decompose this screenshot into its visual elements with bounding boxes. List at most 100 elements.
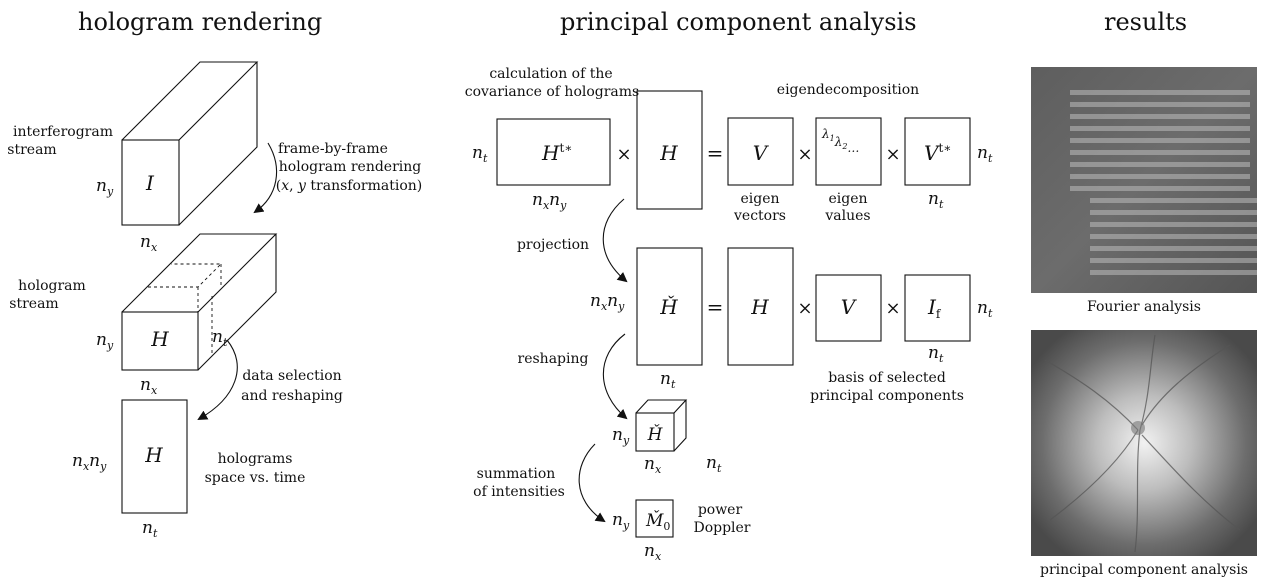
fourier-stripe bbox=[1090, 258, 1257, 263]
step1-label-1: frame-by-frame bbox=[278, 141, 388, 157]
times-2: × bbox=[797, 144, 812, 165]
fourier-stripe bbox=[1090, 198, 1257, 203]
section-title-results: results bbox=[1104, 8, 1188, 36]
dim-nt-left: nt bbox=[472, 143, 488, 165]
label-If: If bbox=[927, 295, 942, 321]
power-label: power bbox=[698, 502, 743, 518]
dim-nt-below-Hb: nt bbox=[660, 369, 676, 391]
basis-label-1: basis of selected bbox=[828, 370, 946, 386]
summation-label-1: summation bbox=[477, 466, 556, 482]
Ht-star-box bbox=[496, 118, 611, 186]
holograms-label-2: space vs. time bbox=[205, 470, 306, 486]
summation-label-2: of intensities bbox=[473, 484, 565, 500]
pca-result-image bbox=[1031, 330, 1257, 556]
eigenvalues-box bbox=[815, 117, 882, 186]
fourier-stripe bbox=[1070, 102, 1250, 107]
section-title-hologram-rendering: hologram rendering bbox=[78, 8, 323, 36]
basis-label-2: principal components bbox=[810, 388, 964, 404]
label-Ht-star: Ht∗ bbox=[541, 141, 572, 165]
step1-label-3: (x, y transformation) bbox=[276, 178, 422, 194]
fourier-stripe bbox=[1070, 186, 1250, 191]
label-V: V bbox=[753, 141, 770, 165]
label-H-row2: H bbox=[750, 295, 769, 319]
dim-nxny-below: nxny bbox=[532, 190, 567, 212]
fourier-stripe bbox=[1090, 270, 1257, 275]
holograms-matrix bbox=[121, 399, 188, 514]
times-3: × bbox=[885, 144, 900, 165]
dim-ny-cube: ny bbox=[612, 425, 630, 447]
Vt-star-box bbox=[904, 117, 971, 186]
fourier-stripe bbox=[1090, 234, 1257, 239]
eigendecomposition-label: eigendecomposition bbox=[777, 82, 919, 98]
cov-label-1: calculation of the bbox=[489, 66, 612, 82]
dim-nt-below-Vt: nt bbox=[928, 189, 944, 211]
fourier-stripe bbox=[1070, 126, 1250, 131]
arrow-data-selection bbox=[197, 339, 238, 420]
fourier-stripe bbox=[1090, 210, 1257, 215]
V-box bbox=[727, 117, 794, 186]
step2-label-2: and reshaping bbox=[241, 388, 343, 404]
dim-nxny-3: nxny bbox=[72, 451, 107, 473]
H-breve-cube bbox=[635, 399, 688, 452]
fourier-stripe bbox=[1070, 114, 1250, 119]
fourier-caption: Fourier analysis bbox=[1087, 299, 1201, 315]
dim-nt-right: nt bbox=[977, 143, 993, 165]
arrow-projection bbox=[602, 198, 628, 283]
label-H-matrix: H bbox=[144, 443, 163, 467]
equals-1: = bbox=[707, 141, 724, 165]
eigen-vectors-label-1: eigen bbox=[740, 191, 779, 207]
step2-label-1: data selection bbox=[242, 368, 341, 384]
hologram-stream-cube bbox=[121, 233, 278, 371]
H-box bbox=[636, 90, 703, 210]
fourier-stripe bbox=[1070, 138, 1250, 143]
step1-label-2: hologram rendering bbox=[279, 159, 422, 175]
dim-nt-row2-right: nt bbox=[977, 298, 993, 320]
dim-nx-cube: nx bbox=[644, 454, 662, 476]
eigen-vectors-label-2: vectors bbox=[733, 208, 786, 224]
fourier-stripe bbox=[1090, 246, 1257, 251]
label-H: H bbox=[659, 141, 678, 165]
interferogram-label-1: interferogram bbox=[13, 124, 113, 140]
dim-nx-M: nx bbox=[644, 541, 662, 563]
fourier-stripe bbox=[1070, 150, 1250, 155]
H-breve-box bbox=[636, 247, 703, 366]
interferogram-cube bbox=[121, 61, 259, 226]
times-1: × bbox=[616, 144, 631, 165]
arrow-frame-rendering bbox=[253, 142, 278, 214]
times-4: × bbox=[797, 298, 812, 319]
label-Vt-star: Vt∗ bbox=[924, 141, 951, 165]
times-5: × bbox=[885, 298, 900, 319]
label-lambdas: λ1λ2… bbox=[821, 127, 859, 155]
reshaping-label: reshaping bbox=[518, 351, 589, 367]
hologram-stream-label-1: hologram bbox=[18, 278, 86, 294]
hologram-stream-label-2: stream bbox=[9, 296, 58, 312]
cov-label-2: covariance of holograms bbox=[465, 84, 640, 100]
dim-nt-2: nt bbox=[212, 327, 228, 349]
If-box bbox=[904, 274, 971, 342]
label-H-breve-cube: Ȟ bbox=[647, 424, 664, 445]
equals-2: = bbox=[707, 295, 724, 319]
dim-ny-1: ny bbox=[96, 176, 114, 198]
fourier-stripe bbox=[1070, 162, 1250, 167]
fourier-stripe bbox=[1070, 90, 1250, 95]
dim-nt-3: nt bbox=[142, 518, 158, 540]
dim-ny-2: ny bbox=[96, 330, 114, 352]
section-title-pca: principal component analysis bbox=[560, 8, 917, 36]
arrow-reshaping bbox=[602, 333, 628, 420]
label-V-row2: V bbox=[841, 295, 858, 319]
dim-ny-M: ny bbox=[612, 510, 630, 532]
fourier-stripe bbox=[1090, 222, 1257, 227]
dim-nt-cube: nt bbox=[706, 453, 722, 475]
dim-nxny-row2: nxny bbox=[590, 291, 625, 313]
label-H-stream: H bbox=[150, 327, 169, 351]
doppler-label: Doppler bbox=[693, 520, 750, 536]
dim-nx-2: nx bbox=[140, 375, 158, 397]
eigen-values-label-2: values bbox=[824, 208, 870, 224]
V-row2-box bbox=[815, 274, 882, 342]
dim-nx-1: nx bbox=[140, 232, 158, 254]
dim-nt-row2-below: nt bbox=[928, 343, 944, 365]
label-M0: M̌0 bbox=[645, 511, 670, 533]
label-H-breve: Ȟ bbox=[659, 295, 678, 319]
interferogram-label-2: stream bbox=[7, 142, 56, 158]
